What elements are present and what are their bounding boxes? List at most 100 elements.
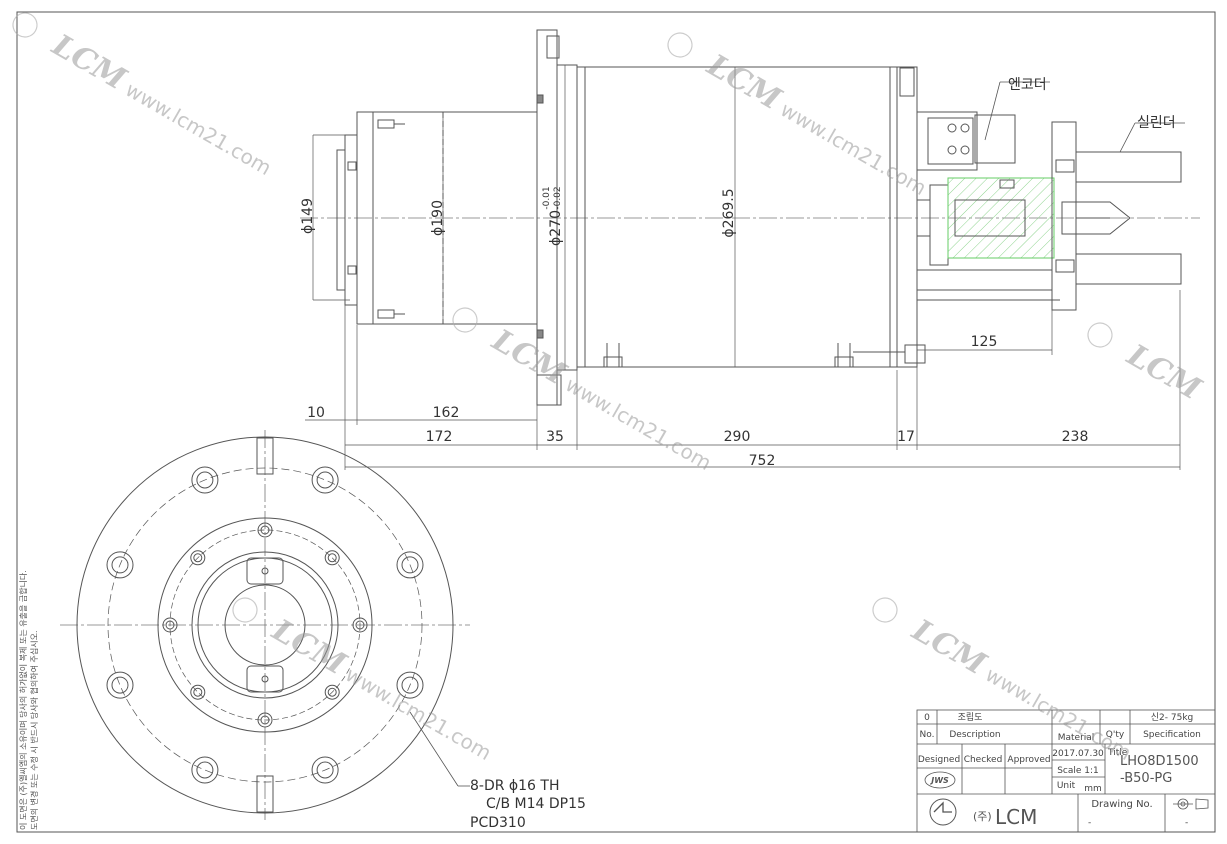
side-note-line2: 도면의 변경 또는 수정 시 반드시 당사와 협의하여 주십시오. xyxy=(29,630,39,830)
lcm-logo-icon xyxy=(929,798,957,826)
tb-title-line1: LHO8D1500 xyxy=(1120,754,1199,769)
watermark-5: LCM www.lcm21.com xyxy=(872,597,1136,765)
front-view xyxy=(60,430,470,820)
hole-note-line3: PCD310 xyxy=(470,815,526,831)
watermark-1: LCM www.lcm21.com xyxy=(12,12,276,180)
watermark-4: LCM xyxy=(1087,322,1207,408)
dim-d270-tol-lower: -0.02 xyxy=(553,186,563,209)
watermark-3: LCM www.lcm21.com xyxy=(452,307,716,475)
bolt-hole xyxy=(401,556,419,574)
watermark-2: LCM www.lcm21.com xyxy=(667,32,931,200)
inner-bolt-hole xyxy=(165,620,175,630)
tb-drawing-no: Drawing No. xyxy=(1091,799,1152,810)
bolt-hole xyxy=(106,551,134,579)
dim-d269: ϕ269.5 xyxy=(721,188,737,237)
tb-dash1: - xyxy=(1088,818,1091,828)
tb-row0-spec: 신2- 75kg xyxy=(1151,712,1194,723)
tb-scale: Scale 1:1 xyxy=(1057,766,1099,776)
bolt-hole xyxy=(396,671,424,699)
inner-bolt-hole xyxy=(193,553,203,563)
projection-symbol-icon xyxy=(1173,798,1209,810)
bolt-hole xyxy=(191,756,219,784)
dimension-texts: ϕ149 ϕ190 ϕ270 -0.01 -0.02 ϕ269.5 10 162… xyxy=(300,77,1176,469)
dim-35: 35 xyxy=(546,429,564,445)
tb-row0-no: 0 xyxy=(924,713,930,723)
svg-text:LCM: LCM xyxy=(1120,337,1207,407)
inner-bolt-hole xyxy=(190,684,206,700)
dim-10: 10 xyxy=(307,405,325,421)
inner-bolt-hole xyxy=(193,687,203,697)
dim-d190: ϕ190 xyxy=(430,200,446,236)
inner-bolt-hole xyxy=(260,525,270,535)
bolt-hole xyxy=(191,466,219,494)
title-block xyxy=(916,709,1216,833)
sheet-border xyxy=(16,11,1216,833)
leaders xyxy=(984,81,1185,153)
inner-bolt-hole xyxy=(355,620,365,630)
hole-note-line1: 8-DR ϕ16 TH xyxy=(470,778,560,794)
hole-note-line2: C/B M14 DP15 xyxy=(486,796,586,812)
bolt-hole xyxy=(311,756,339,784)
label-cylinder: 실린더 xyxy=(1137,115,1176,131)
bolt-hole xyxy=(106,671,134,699)
inner-bolt-hole xyxy=(190,550,206,566)
tb-unit-val: mm xyxy=(1084,784,1102,794)
dim-d270-tol-upper: -0.01 xyxy=(542,186,552,209)
dim-238: 238 xyxy=(1062,429,1089,445)
label-encoder: 엔코더 xyxy=(1008,77,1047,93)
hole-leader xyxy=(409,711,470,787)
dim-125: 125 xyxy=(971,334,998,350)
svg-text:LCM: LCM xyxy=(485,322,572,392)
svg-text:LCM: LCM xyxy=(45,27,132,97)
bolt-hole xyxy=(311,466,339,494)
bolt-hole xyxy=(316,761,334,779)
inner-bolt-hole xyxy=(352,617,368,633)
inner-bolt-hole xyxy=(257,522,273,538)
bolt-hole xyxy=(111,676,129,694)
dim-d270: ϕ270 xyxy=(548,210,564,246)
outer-bolt-holes xyxy=(106,466,424,784)
hole-note: 8-DR ϕ16 TH C/B M14 DP15 PCD310 xyxy=(470,778,586,831)
bolt-hole xyxy=(111,556,129,574)
inner-bolt-hole xyxy=(327,687,337,697)
dim-d149: ϕ149 xyxy=(300,198,316,234)
tb-hdr-spec: Specification xyxy=(1143,730,1201,740)
title-block-texts: 0 조립도 신2- 75kg No. Description Material … xyxy=(918,712,1209,829)
tb-designed: Designed xyxy=(918,755,960,765)
tb-title-label: Title xyxy=(1107,748,1128,758)
watermarks: LCM www.lcm21.com LCM www.lcm21.com LCM … xyxy=(12,12,1207,765)
tb-hdr-desc: Description xyxy=(949,730,1000,740)
tb-date: 2017.07.30 xyxy=(1052,749,1104,759)
dim-17: 17 xyxy=(897,429,915,445)
svg-text:www.lcm21.com: www.lcm21.com xyxy=(121,77,275,180)
tb-company-prefix: (주) xyxy=(973,810,992,823)
inner-bolt-hole xyxy=(324,684,340,700)
svg-text:LCM: LCM xyxy=(265,612,352,682)
inner-bolt-hole xyxy=(260,715,270,725)
tb-hdr-material: Material xyxy=(1058,733,1095,743)
bolt-hole xyxy=(316,471,334,489)
bolt-hole xyxy=(196,761,214,779)
inner-bolt-holes xyxy=(162,522,368,728)
dim-290: 290 xyxy=(724,429,751,445)
dim-752: 752 xyxy=(749,453,776,469)
svg-text:www.lcm21.com: www.lcm21.com xyxy=(776,97,930,200)
side-view xyxy=(300,29,1200,406)
svg-text:LCM: LCM xyxy=(700,47,787,117)
inner-bolt-hole xyxy=(257,712,273,728)
svg-text:www.lcm21.com: www.lcm21.com xyxy=(561,372,715,475)
bolt-hole xyxy=(401,676,419,694)
tb-hdr-qty: Q'ty xyxy=(1106,730,1125,740)
bolt-hole xyxy=(196,471,214,489)
tb-hdr-no: No. xyxy=(920,730,935,740)
tb-company: LCM xyxy=(995,805,1037,829)
dim-162: 162 xyxy=(433,405,460,421)
watermark-6: LCM www.lcm21.com xyxy=(232,597,496,765)
inner-bolt-hole xyxy=(162,617,178,633)
side-note-line1: 이 도면은 (주)엘씨엠의 소유이며 당사의 허가없이 복제 또는 유출을 금합… xyxy=(18,570,28,830)
inner-bolt-hole xyxy=(327,553,337,563)
bolt-hole xyxy=(396,551,424,579)
dim-172: 172 xyxy=(426,429,453,445)
